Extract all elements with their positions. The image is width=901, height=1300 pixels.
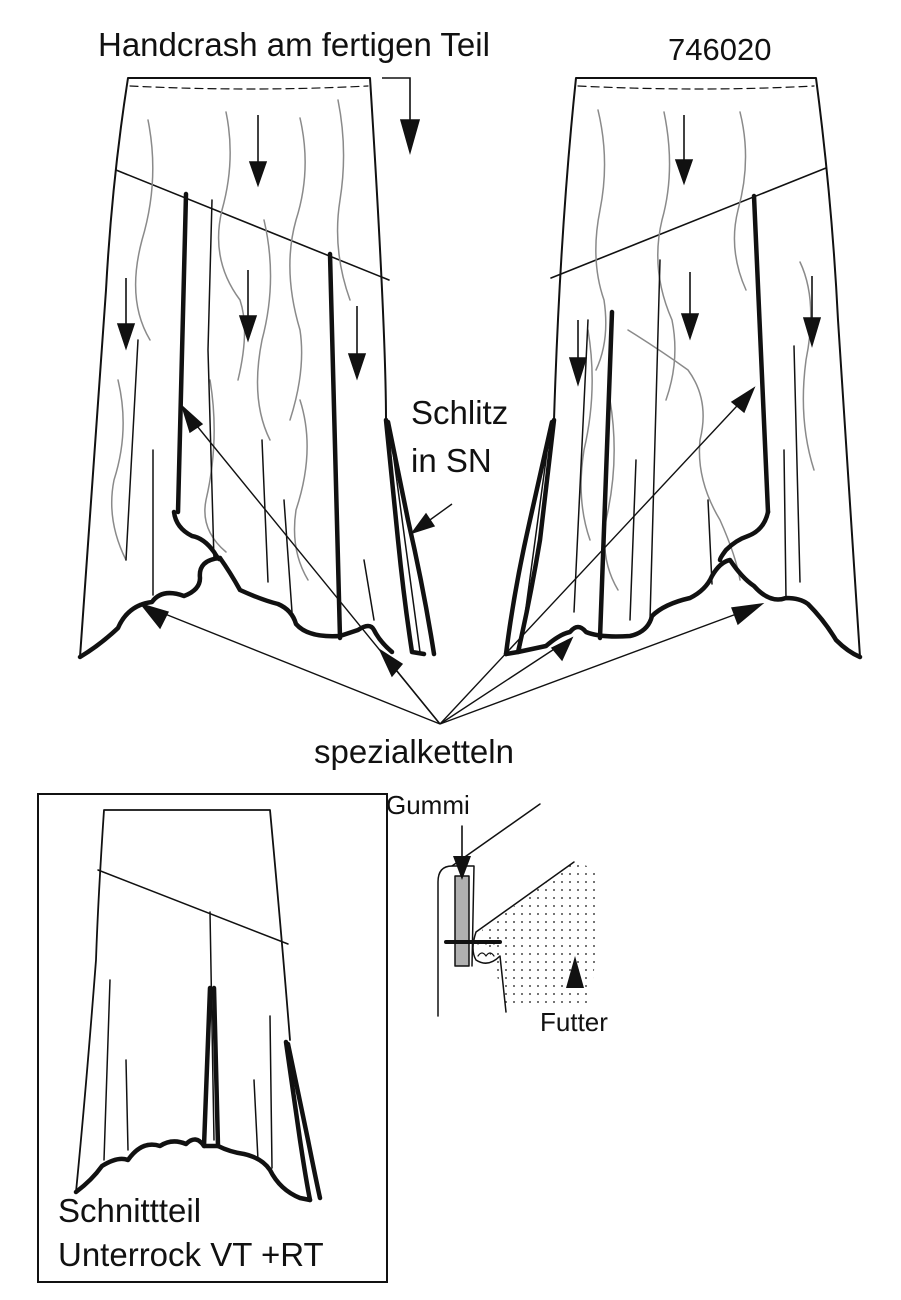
pattern-thick-seam <box>201 985 221 1149</box>
down-arrow-icon <box>116 278 136 351</box>
leader-arrowhead-icon <box>731 602 765 626</box>
drawing-title: Handcrash am fertigen Teil <box>98 26 490 63</box>
elastic-arrow-icon <box>453 825 471 880</box>
front-waistband-stitch <box>129 85 369 90</box>
down-arrow-icon <box>674 115 694 186</box>
back-godet-seam <box>629 459 637 621</box>
down-arrow-icon <box>248 115 268 188</box>
down-arrow-icon <box>568 320 588 387</box>
article-number: 746020 <box>668 32 771 67</box>
front-skirt-drawing <box>77 77 437 660</box>
special-stitch-label: spezialketteln <box>314 733 514 770</box>
back-slit <box>503 417 557 657</box>
elastic-label: Gummi <box>386 790 470 820</box>
back-crash-lines <box>580 109 815 591</box>
leader-arrowhead-icon <box>180 403 204 434</box>
pattern-seam <box>125 1059 129 1151</box>
front-skirt-outline <box>79 77 387 658</box>
back-skirt-outline <box>553 77 861 658</box>
pattern-seam <box>103 979 111 1161</box>
pattern-hem <box>73 1137 313 1203</box>
slit-label-line2: in SN <box>411 442 492 479</box>
front-godet-seam <box>125 339 139 561</box>
elastic-band <box>454 875 470 967</box>
front-godet-seam <box>283 499 293 613</box>
front-grain-arrows <box>116 77 421 381</box>
fabric-top-edge <box>451 803 541 867</box>
back-waistband-stitch <box>577 85 815 90</box>
slit-label-line1: Schlitz <box>411 394 508 431</box>
pattern-seam <box>253 1079 259 1161</box>
pattern-seam <box>269 1015 273 1169</box>
back-hem <box>515 557 863 660</box>
pattern-seam <box>209 911 215 1141</box>
front-godet-seam <box>363 559 375 621</box>
slit-arrowhead-icon <box>410 512 436 535</box>
back-grain-arrows <box>568 115 822 387</box>
leader-arrowhead-icon <box>139 602 169 630</box>
front-slit <box>383 417 437 657</box>
leader-arrowhead-icon <box>550 636 574 662</box>
down-arrow-icon <box>347 306 367 381</box>
lining-arrow-icon <box>566 956 584 988</box>
back-hem-ruffle <box>717 509 771 563</box>
down-arrow-icon <box>680 272 700 341</box>
front-godet-seam <box>261 439 269 583</box>
front-thick-seam <box>327 251 343 641</box>
lining-fabric <box>482 862 600 1004</box>
down-arrow-icon <box>802 276 822 348</box>
front-yoke-seam <box>115 169 390 281</box>
waistband-detail <box>437 803 600 1017</box>
leader-arrowhead-icon <box>730 386 756 414</box>
back-godet-seam <box>793 345 801 583</box>
lining-edge <box>472 861 575 1013</box>
special-stitch-leaders <box>139 386 765 725</box>
back-godet-seam <box>573 319 589 613</box>
back-yoke-seam <box>550 167 827 279</box>
pattern-piece-frame <box>37 793 388 1283</box>
bent-arrow-icon <box>382 77 421 155</box>
pattern-outline <box>75 809 291 1193</box>
back-thick-seam <box>597 309 615 641</box>
back-godet-seam <box>649 259 661 621</box>
front-thick-seam <box>175 191 189 515</box>
pattern-piece-drawing <box>73 809 323 1203</box>
down-arrow-icon <box>238 270 258 343</box>
pattern-label-line2: Unterrock VT +RT <box>58 1236 324 1273</box>
front-godet-seam <box>207 199 215 561</box>
pattern-yoke-seam <box>97 869 289 945</box>
back-godet-seam <box>707 499 713 585</box>
pattern-slit <box>283 1039 323 1203</box>
pattern-label-line1: Schnittteil <box>58 1192 201 1229</box>
leader-arrowhead-icon <box>378 648 404 678</box>
back-skirt-drawing <box>503 77 863 660</box>
lining-label: Futter <box>540 1007 608 1037</box>
front-hem-ruffle <box>171 509 223 562</box>
front-crash-lines <box>110 99 351 581</box>
back-thick-seam <box>751 193 771 515</box>
front-hem <box>77 555 395 660</box>
back-godet-seam <box>783 449 787 599</box>
lining-serging <box>477 940 495 957</box>
